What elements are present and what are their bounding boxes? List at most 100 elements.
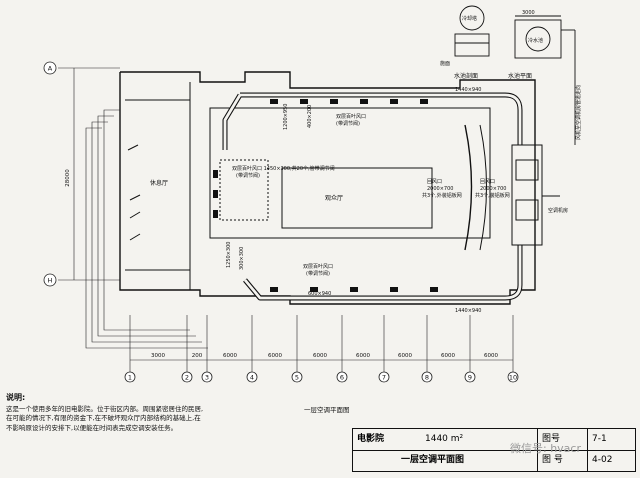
pool-plan-label: 水池平面 — [508, 72, 532, 80]
dim-9-10: 6000 — [484, 353, 498, 359]
ac-room-outline — [511, 144, 543, 246]
pool-plan-circle — [525, 26, 551, 52]
grid-label-a: A — [48, 65, 53, 73]
duct-bottom — [243, 245, 523, 301]
notes-heading: 说明: — [6, 393, 26, 402]
grid-label-8: 8 — [425, 374, 429, 382]
grid-axes — [58, 67, 514, 372]
dim-5-6: 6000 — [313, 353, 327, 359]
notes-line-3: 不影响原设计的安排下,以便能在时间表完成空调安装任务。 — [6, 423, 178, 432]
grid-label-9: 9 — [468, 374, 472, 382]
grid-bubble-4 — [246, 371, 258, 383]
grid-label-4: 4 — [250, 374, 254, 382]
auditorium-outline — [209, 107, 491, 239]
grid-label-1: 1 — [128, 374, 132, 382]
wall-west — [119, 72, 135, 291]
grid-label-5: 5 — [295, 374, 299, 382]
return-right-title: 回风口 — [480, 179, 495, 185]
project-name: 电影院 — [357, 434, 385, 444]
seating-left — [219, 159, 269, 221]
dim-8-9: 6000 — [441, 353, 455, 359]
duct-top — [240, 92, 523, 145]
pool-dim-label: 3000 — [522, 10, 535, 16]
grid-label-10: 10 — [509, 374, 517, 382]
hall-label: 观众厅 — [325, 195, 343, 202]
title-block: 电影院 1440 m² 图号 7-1 一层空调平面图 图 号 4-02 — [352, 428, 636, 472]
west-steps — [85, 109, 208, 349]
return-right-size: 2000×700 — [480, 186, 506, 192]
grid-label-3: 3 — [205, 374, 209, 382]
grid-bubble-6 — [336, 371, 348, 383]
outlet-bottom-sub: (带调节阀) — [306, 270, 330, 277]
size-a-label: 1250×300 — [226, 242, 232, 268]
grid-bubble-3 — [201, 371, 213, 383]
dim-2-3: 200 — [192, 353, 203, 359]
grid-bubble-labels: A H 1 2 3 4 5 6 7 8 9 10 — [48, 65, 518, 382]
pool-section — [454, 33, 490, 57]
grid-label-7: 7 — [382, 374, 386, 382]
grid-bubble-1 — [124, 371, 136, 383]
screen-curve-2 — [479, 124, 487, 251]
outlet-bottom-label: 双层百叶风口 — [303, 263, 333, 270]
design-notes: 说明: 这是一个使用多年的旧电影院。位于街区内部。周围紧密居住的民居, 在可能的… — [6, 393, 306, 433]
pool-elev-label: 冷水池 — [528, 37, 543, 44]
drawing-no-value: 7-1 — [587, 429, 635, 450]
return-left-note: 共3个,外装铝板网 — [422, 192, 462, 199]
cooling-pool — [454, 5, 576, 145]
grid-bubble-5 — [291, 371, 303, 383]
grid-bubble-h — [43, 273, 57, 287]
outlet-left-sub: (带调节阀) — [236, 172, 260, 179]
ac-room-label: 空调机房 — [548, 207, 568, 214]
drawing-caption: 一层空调平面图 — [304, 405, 350, 414]
dim-7-8: 6000 — [398, 353, 412, 359]
dim-6-7: 6000 — [356, 353, 370, 359]
grid-bubble-2 — [181, 371, 193, 383]
title-block-row-1: 电影院 1440 m² 图号 7-1 — [353, 429, 635, 451]
duct-v1-size: 1200×950 — [283, 104, 289, 130]
dim-4-5: 6000 — [268, 353, 282, 359]
lobby-label: 休息厅 — [150, 179, 168, 187]
building-walls — [119, 71, 536, 305]
screen-curve — [464, 124, 473, 251]
duct-mid-size: 600×940 — [308, 291, 331, 297]
cooling-tower — [459, 5, 485, 31]
duct-top-left — [222, 93, 243, 150]
pool-note-label: 施面 — [440, 60, 450, 67]
grid-bubble-7 — [378, 371, 390, 383]
grid-bubble-8 — [421, 371, 433, 383]
watermark: 微信号: hvacr — [510, 442, 581, 455]
plan-labels: 休息厅 观众厅 空调机房 冷却塔 冷水池 水池剖面 水池平面 施面 风机至空调机… — [150, 10, 582, 314]
outlet-left-label: 双层百叶风口 1450×300,共20个,管带调节阀 — [232, 165, 335, 172]
grid-label-2: 2 — [185, 374, 189, 382]
pool-section-label: 水池剖面 — [454, 72, 478, 80]
return-right-note: 共3个,装铝板网 — [475, 192, 510, 199]
grid-bubbles — [43, 61, 519, 383]
grid-bubble-a — [43, 61, 57, 75]
ac-room — [511, 144, 560, 246]
duct-bottom-size: 1440×940 — [455, 308, 481, 314]
wall-north — [120, 71, 505, 89]
drawing-no-label: 图号 — [537, 429, 587, 450]
lobby-partitions — [125, 82, 191, 290]
dim-1-2: 3000 — [151, 353, 165, 359]
duct-outlets — [213, 99, 438, 292]
outlet-top-label: 双层百叶风口 — [336, 113, 366, 120]
supply-duct-inner — [223, 93, 522, 300]
dim-vertical: 28000 — [65, 169, 71, 187]
grid-label-h: H — [48, 277, 53, 285]
grid-bubble-9 — [464, 371, 476, 383]
dim-3-4: 6000 — [223, 353, 237, 359]
cooling-tower-label: 冷却塔 — [462, 15, 477, 22]
notes-line-2: 在可能的情况下,有限的资金下,在不破坏观众厅内部结构的基础上,在 — [6, 414, 201, 422]
grid-label-6: 6 — [340, 374, 344, 382]
sheet-label: 图 号 — [537, 450, 587, 471]
pipe-route-label: 风机至空调机房管道走向 — [575, 85, 582, 140]
notes-line-1: 这是一个使用多年的旧电影院。位于街区内部。周围紧密居住的民居, — [6, 404, 204, 413]
grid-bubble-10 — [507, 371, 519, 383]
size-b-label: 300×300 — [239, 247, 245, 270]
wall-south-east — [135, 79, 536, 305]
auditorium — [209, 107, 491, 251]
dimension-labels: 3000 200 6000 6000 6000 6000 6000 6000 6… — [65, 169, 498, 359]
